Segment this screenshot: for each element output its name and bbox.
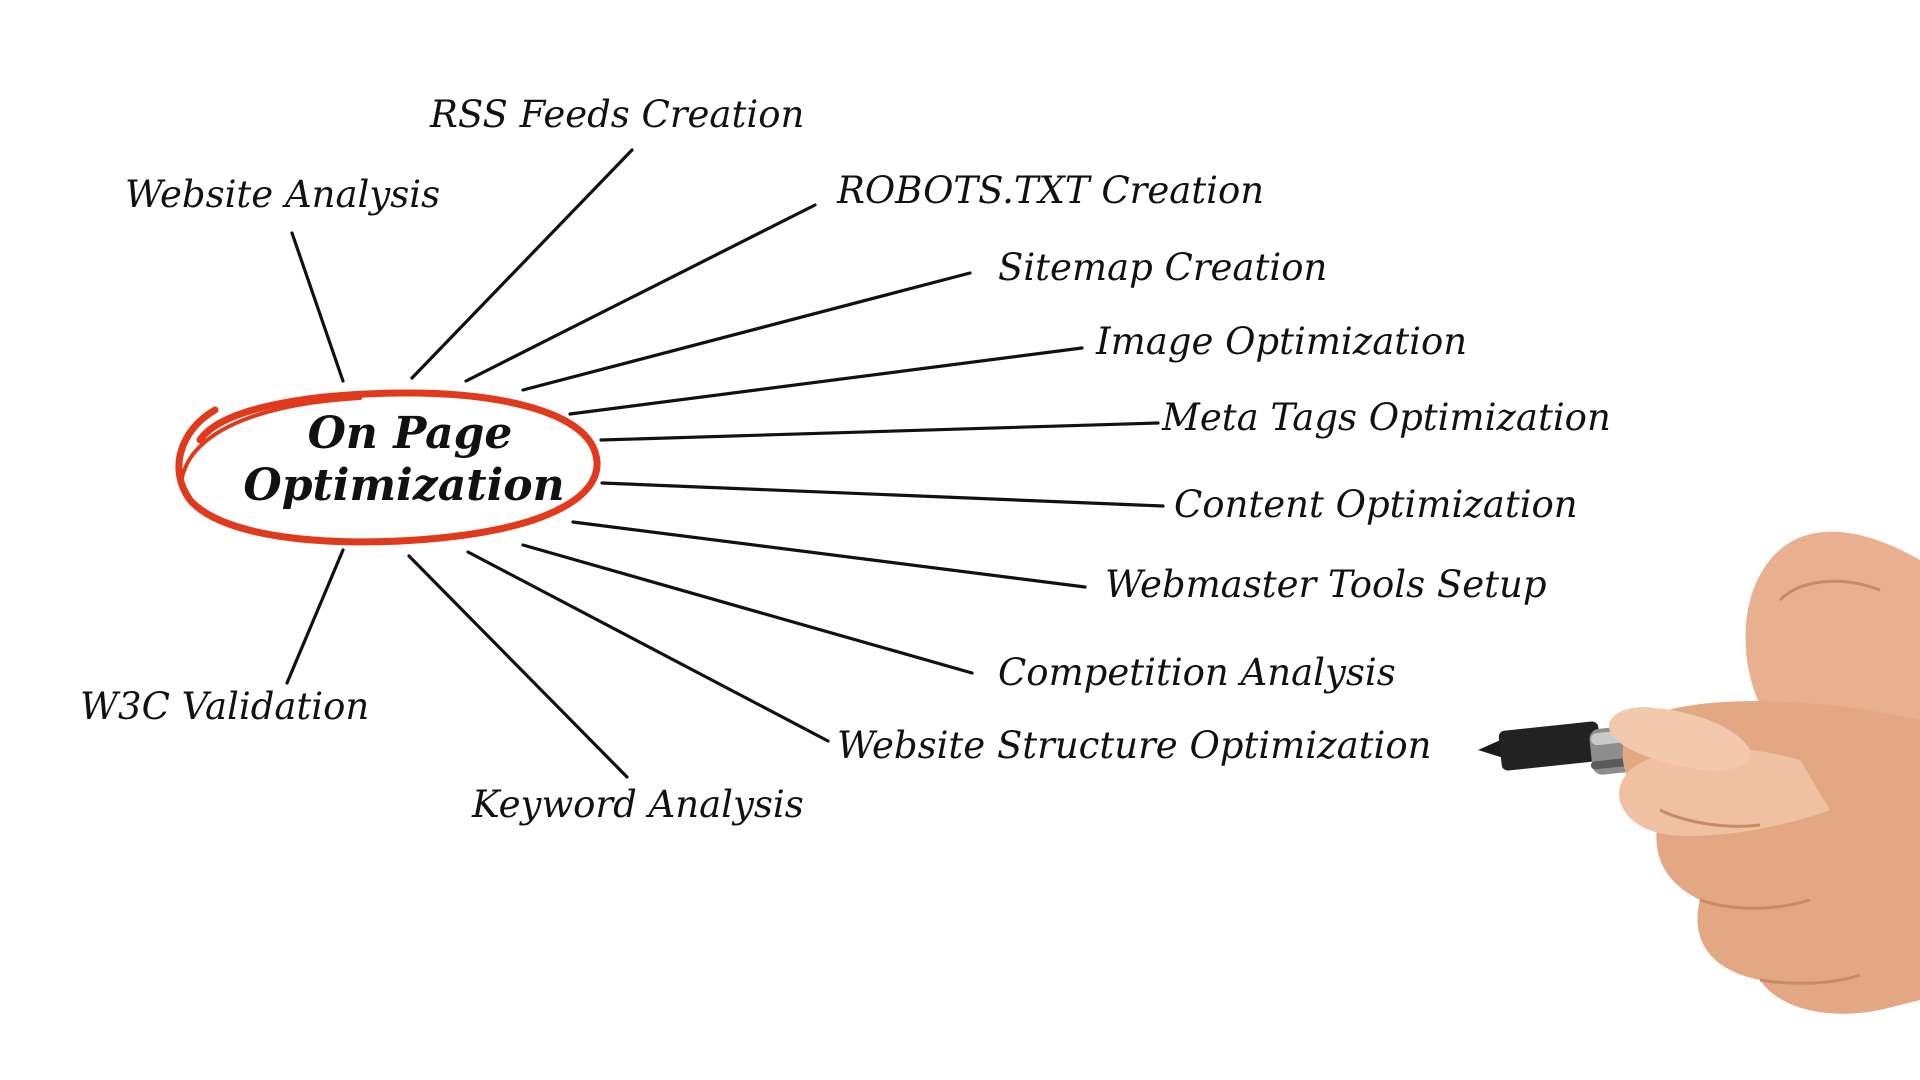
center-title-line2: Optimization [243,460,564,511]
hand-with-marker-image [1478,531,1920,1014]
label-webmaster-tools-setup: Webmaster Tools Setup [1105,563,1547,606]
label-competition-analysis: Competition Analysis [998,651,1396,694]
center-ring [175,389,601,546]
connector-robots-txt-creation [464,203,817,383]
connector-rss-feeds-creation [410,148,634,380]
connector-competition-analysis [521,543,974,675]
label-website-analysis: Website Analysis [125,173,440,216]
connector-keyword-analysis [407,554,629,779]
label-rss-feeds-creation: RSS Feeds Creation [429,93,804,136]
label-robots-txt-creation: ROBOTS.TXT Creation [836,169,1264,212]
connector-content-optimization [600,481,1165,508]
label-content-optimization: Content Optimization [1174,483,1578,526]
center-title-line1: On Page [308,408,513,459]
label-w3c-validation: W3C Validation [80,685,369,728]
connector-webmaster-tools-setup [571,520,1087,589]
label-website-structure-optimization: Website Structure Optimization [837,724,1431,767]
connector-website-structure-optimization [466,550,830,743]
connector-meta-tags-optimization [599,421,1160,442]
label-keyword-analysis: Keyword Analysis [471,783,804,826]
connector-sitemap-creation [521,271,972,392]
connector-lines [285,148,1165,779]
connector-image-optimization [568,346,1084,416]
label-meta-tags-optimization: Meta Tags Optimization [1161,396,1611,439]
branch-labels: Website Analysis RSS Feeds Creation ROBO… [80,93,1611,826]
hand [1608,531,1920,1014]
connector-w3c-validation [285,548,345,685]
connector-website-analysis [290,231,345,383]
label-image-optimization: Image Optimization [1095,320,1467,363]
label-sitemap-creation: Sitemap Creation [998,246,1327,289]
